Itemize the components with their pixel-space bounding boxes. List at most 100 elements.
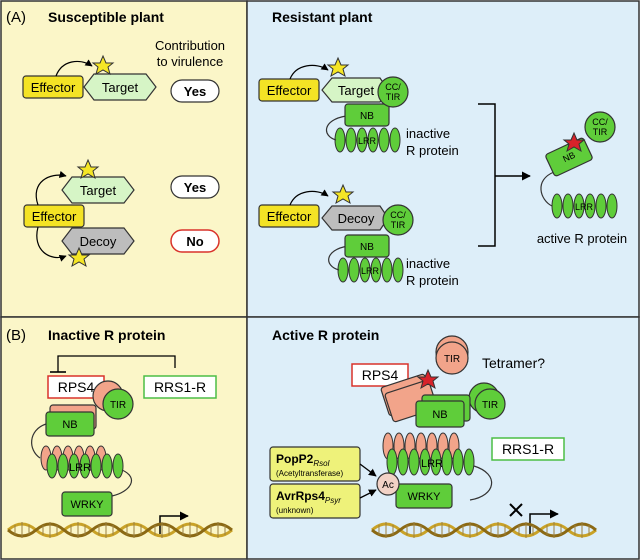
svg-text:RPS4: RPS4 [362,367,399,383]
svg-text:(Acetyltransferase): (Acetyltransferase) [276,469,343,478]
decoy-2: Decoy [61,227,135,255]
svg-text:TIR: TIR [593,127,608,137]
acetyl-mark: Ac [376,472,400,496]
rps4-label-box: RPS4 [47,375,105,399]
tetramer-label: Tetramer? [482,355,545,371]
arrow-effector-decoy-2 [36,226,67,262]
lrr-label-top: LRR [358,136,377,146]
nb-domain-active: NB [545,137,593,177]
star-icon [326,56,350,78]
effector-1: Effector [22,75,84,99]
nb-domain-top: NB [344,103,390,127]
svg-text:Effector: Effector [31,80,76,95]
linker-b-right [469,465,493,501]
arrow-popp2-ac [359,463,377,477]
inhibition-line [57,355,176,372]
panel-a-label: (A) [6,9,26,26]
effector-r-top: Effector [258,78,320,102]
svg-text:Yes: Yes [184,84,206,99]
svg-text:CC/: CC/ [385,82,401,92]
bracket [478,103,496,247]
svg-text:WRKY: WRKY [408,491,442,503]
nb-green-right: NB [415,400,465,428]
svg-text:Target: Target [338,83,375,98]
linker-bottom [328,245,349,271]
svg-text:No: No [186,234,203,249]
lrr-green-left [46,453,124,479]
svg-text:TIR: TIR [482,400,498,411]
tir-pink-front: TIR [435,341,469,375]
svg-text:NB: NB [360,111,374,122]
avrrps4-box: AvrRps4Psyr (unknown) [269,483,361,519]
star-icon [67,246,91,268]
resistant-title: Resistant plant [272,9,373,25]
cc-tir-top: CC/ TIR [377,76,409,108]
target-2: Target [61,176,135,204]
svg-text:Effector: Effector [267,209,312,224]
lrr-coil-active [551,193,618,219]
red-star-icon [562,131,586,153]
yes-badge-2: Yes [170,175,220,199]
svg-text:RPS4: RPS4 [58,379,95,395]
contribution-line1: Contribution [155,38,225,53]
arrow-effector-target-1 [55,59,93,77]
arrow-effector-target-2 [35,170,67,206]
wrky-right: WRKY [395,483,453,509]
svg-text:TIR: TIR [444,354,460,365]
inactive-label-bottom-1: inactive [406,256,450,271]
cc-tir-active: CC/ TIR [584,111,616,143]
svg-text:TIR: TIR [386,92,401,102]
lrr-label-active: LRR [575,202,594,212]
cc-tir-bottom: CC/ TIR [382,204,414,236]
popp2-box: PopP2Rsol (Acetyltransferase) [269,446,361,482]
effector-r-bottom: Effector [258,204,320,228]
tir-green-left: TIR [102,388,134,420]
svg-text:Decoy: Decoy [80,234,117,249]
lrr-label-b-left: LRR [69,462,91,474]
inactive-r-title: Inactive R protein [48,327,165,343]
susceptible-title: Susceptible plant [48,9,164,25]
svg-text:WRKY: WRKY [71,499,105,511]
red-star-icon [416,368,440,390]
inactive-label-bottom-2: R protein [406,273,459,288]
lrr-label-bottom: LRR [361,266,380,276]
star-icon [331,183,355,205]
inactive-label-top-1: inactive [406,126,450,141]
tir-green-right: TIR [474,388,506,420]
rrs1-label-box-right: RRS1-R [491,437,565,461]
svg-text:PopP2Rsol: PopP2Rsol [276,452,330,468]
wrky-left: WRKY [61,491,113,517]
transcription-arrow-blocked [529,509,559,534]
no-badge: No [170,229,220,253]
lrr-label-b-right: LRR [421,458,443,470]
block-x-2 [509,503,523,517]
svg-text:RRS1-R: RRS1-R [502,441,554,457]
transcription-arrow [159,511,189,534]
svg-text:TIR: TIR [110,400,126,411]
svg-text:CC/: CC/ [390,210,406,220]
svg-text:Target: Target [102,80,139,95]
svg-text:Yes: Yes [184,180,206,195]
svg-text:AvrRps4Psyr: AvrRps4Psyr [276,489,341,505]
lrr-coil-bottom [337,257,404,283]
svg-text:Effector: Effector [32,209,77,224]
target-1: Target [83,73,157,101]
arrow-effector-decoy-r [289,189,329,206]
panel-a-left [0,0,248,318]
svg-text:NB: NB [432,409,447,421]
rps4-label-box-right: RPS4 [351,363,409,387]
linker-lrr-wrky [111,469,133,497]
target-r-top: Target [321,77,389,103]
linker-top [326,115,347,141]
arrow-effector-target-r [289,63,329,80]
arrow-avr-ac [359,489,377,499]
svg-text:NB: NB [62,419,77,431]
dna-right [371,522,597,538]
svg-text:CC/: CC/ [592,117,608,127]
active-r-title: Active R protein [272,327,379,343]
svg-text:NB: NB [360,242,374,253]
panel-b-left [0,316,248,560]
star-icon [76,158,100,180]
yes-badge-1: Yes [170,79,220,103]
